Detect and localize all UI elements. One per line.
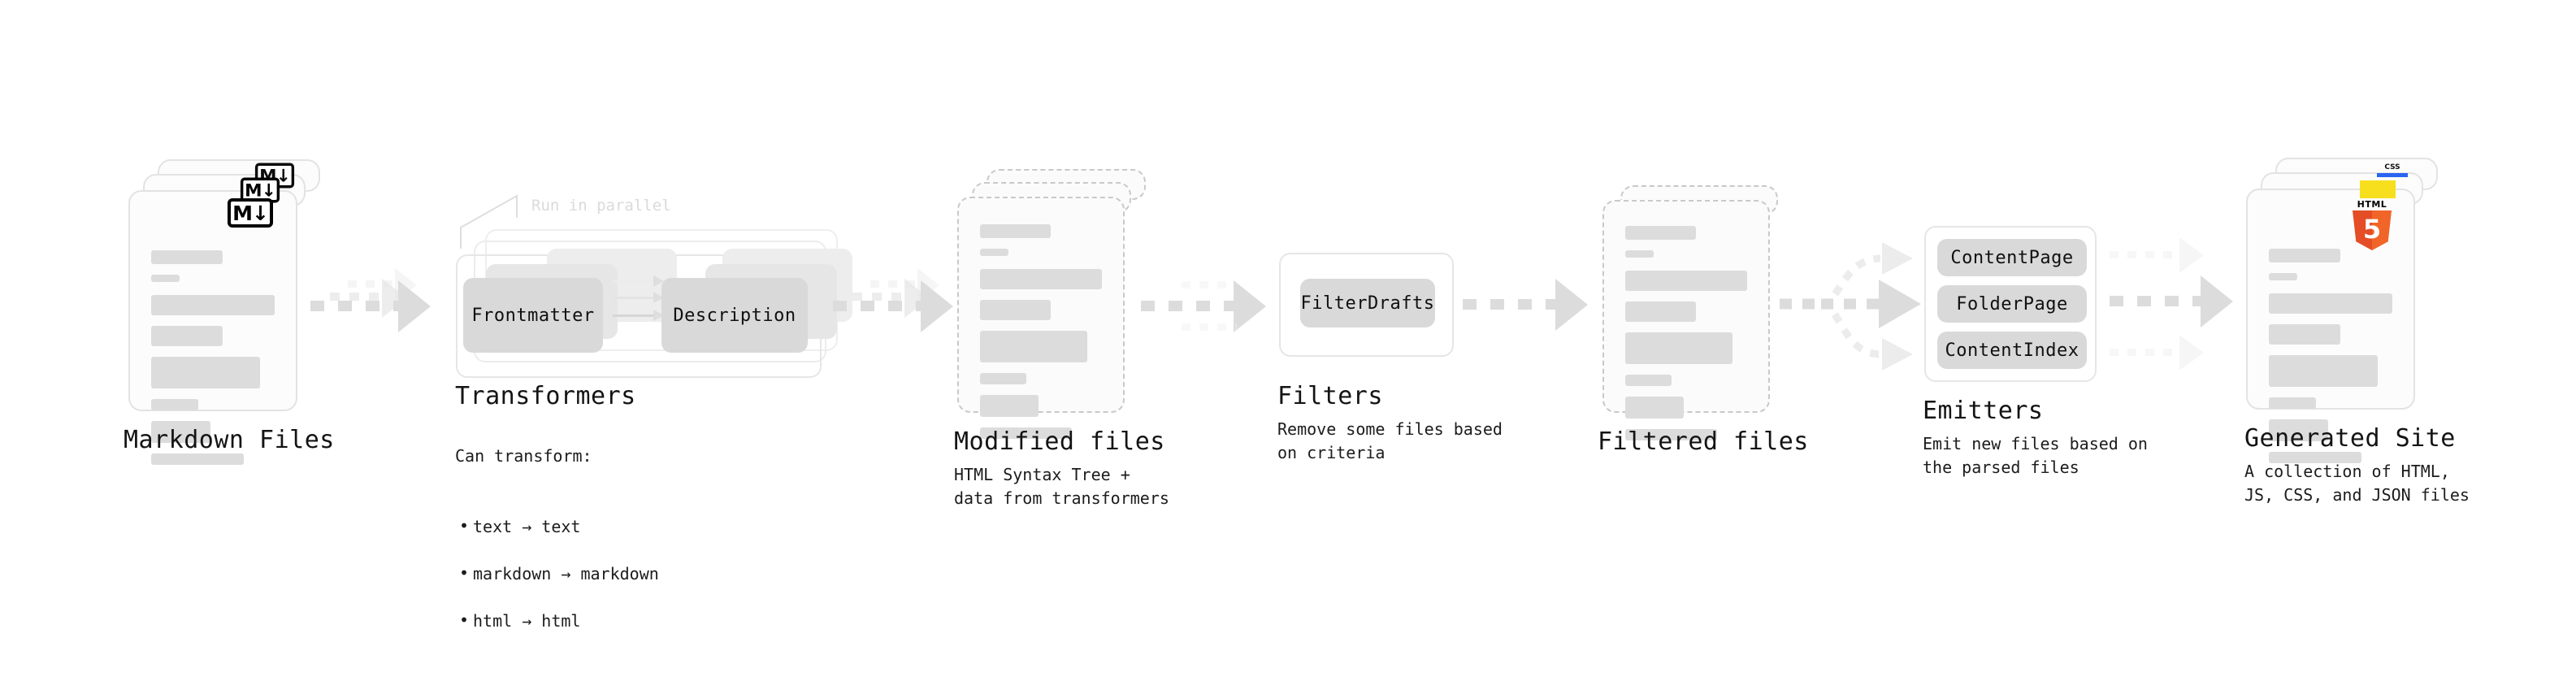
css-badge-label: CSS — [2384, 163, 2400, 171]
flow-arrow-filtered-to-emitters-fanout — [1776, 234, 1923, 377]
filtered-placeholder-bars — [1625, 226, 1747, 451]
modified-files-subtitle: HTML Syntax Tree + data from transformer… — [954, 465, 1169, 508]
flow-arrow-filters-to-filtered — [1463, 279, 1593, 336]
modified-placeholder-bars — [980, 224, 1102, 449]
modified-sheet-front — [957, 197, 1125, 439]
filters-group: FilterDrafts — [1279, 253, 1454, 357]
emitter-chip-contentpage[interactable]: ContentPage — [1937, 239, 2087, 276]
flow-arrow-modified-to-filters — [1141, 276, 1271, 349]
generated-site-subtitle: A collection of HTML, JS, CSS, and JSON … — [2244, 462, 2470, 505]
transformer-link-arrow-back — [613, 275, 664, 287]
markdown-placeholder-bars — [151, 250, 275, 475]
markdown-sheet-front — [128, 190, 297, 465]
filter-chip-filterdrafts[interactable]: FilterDrafts — [1300, 279, 1435, 327]
transform-item-text: text → text — [455, 514, 723, 539]
stage-title-markdown-files: Markdown Files — [124, 426, 335, 454]
transformer-chip-description[interactable]: Description — [661, 278, 808, 353]
transformers-subtitle-list: text → text markdown → markdown html → h… — [455, 492, 723, 657]
stage-title-modified-files: Modified files — [954, 427, 1165, 456]
emitter-chip-contentindex[interactable]: ContentIndex — [1937, 332, 2087, 369]
js-badge — [2360, 180, 2396, 198]
flow-arrow-markdown-to-transformers — [310, 268, 431, 349]
css-badge-underline — [2377, 173, 2408, 177]
css-badge: CSS — [2376, 164, 2409, 180]
flow-arrow-emitters-to-site — [2110, 228, 2256, 382]
html5-badge-caption: HTML — [2357, 199, 2387, 210]
transform-item-markdown: markdown → markdown — [455, 562, 723, 586]
html5-badge-shield: 5 — [2353, 210, 2392, 250]
filtered-sheet-front — [1602, 200, 1770, 440]
site-placeholder-bars — [2269, 249, 2392, 474]
markdown-files-card-stack: M↓ M↓ M↓ — [128, 159, 323, 465]
transform-item-html: html → html — [455, 609, 723, 633]
transformer-link-arrow-front — [613, 310, 664, 321]
html5-badge: HTML 5 — [2350, 200, 2394, 250]
stage-title-generated-site: Generated Site — [2244, 424, 2456, 453]
emitters-group: ContentPage FolderPage ContentIndex — [1924, 226, 2097, 382]
transformer-chip-frontmatter[interactable]: Frontmatter — [463, 278, 603, 353]
markdown-badge-front: M↓ — [228, 198, 273, 228]
run-in-parallel-label: Run in parallel — [531, 197, 671, 215]
transformers-subtitle: Can transform: text → text markdown → ma… — [455, 421, 723, 680]
run-in-parallel-bracket — [460, 192, 574, 249]
stage-title-filters: Filters — [1277, 382, 1383, 410]
filtered-files-card-stack — [1602, 185, 1789, 440]
stage-title-filtered-files: Filtered files — [1598, 427, 1809, 456]
flow-arrow-transformers-to-modified — [833, 268, 955, 349]
generated-site-card-stack: CSS HTML 5 — [2246, 158, 2449, 463]
filters-subtitle: Remove some files based on criteria — [1277, 419, 1503, 462]
html5-badge-digit: 5 — [2362, 213, 2382, 245]
emitter-chip-folderpage[interactable]: FolderPage — [1937, 285, 2087, 323]
transformers-subtitle-lead: Can transform: — [455, 446, 592, 466]
stage-title-transformers: Transformers — [455, 382, 636, 410]
modified-files-card-stack — [957, 169, 1146, 439]
transformer-link-arrow-mid — [613, 292, 664, 303]
emitters-subtitle: Emit new files based on the parsed files — [1923, 434, 2148, 477]
stage-title-emitters: Emitters — [1923, 397, 2044, 425]
